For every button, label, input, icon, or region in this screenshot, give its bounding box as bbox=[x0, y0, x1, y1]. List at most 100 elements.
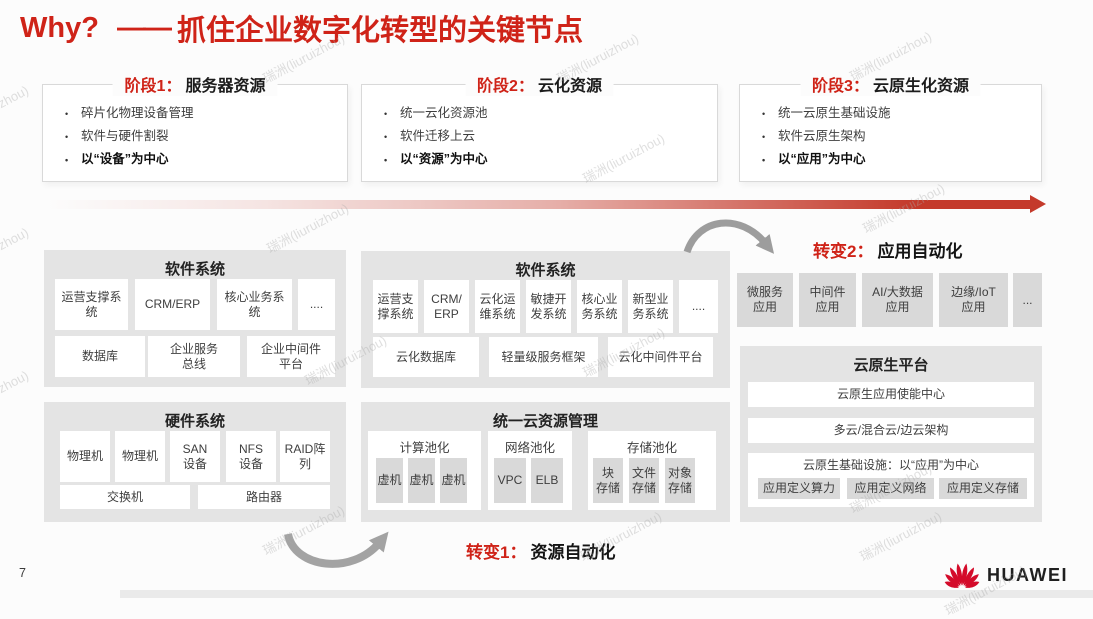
timeline-arrowhead-icon bbox=[1030, 195, 1046, 213]
stage-3-bullets: 统一云原生基础设施 软件云原生架构 以“应用”为中心 bbox=[740, 85, 1041, 172]
left-hardware-item: 物理机 bbox=[115, 431, 165, 482]
stage-2-label: 阶段2：云化资源 bbox=[465, 72, 614, 96]
block-storage-box: 块 存储 bbox=[593, 458, 623, 503]
curve-arrow-to-apps-icon bbox=[683, 219, 775, 254]
network-pool-title: 网络池化 bbox=[504, 441, 555, 455]
bullet: 软件与硬件割裂 bbox=[65, 125, 347, 149]
title-text: 抓住企业数字化转型的关键节点 bbox=[176, 15, 583, 47]
stage-3-box: 阶段3：云原生化资源 统一云原生基础设施 软件云原生架构 以“应用”为中心 bbox=[739, 72, 1042, 182]
left-software-title: 软件系统 bbox=[164, 261, 225, 278]
left-hardware-item: 物理机 bbox=[60, 431, 110, 482]
stage-2-box: 阶段2：云化资源 统一云化资源池 软件迁移上云 以“资源”为中心 bbox=[361, 72, 718, 182]
bullet: 统一云化资源池 bbox=[384, 102, 717, 126]
transform-2-label: 转变2：应用自动化 bbox=[813, 237, 962, 262]
app-box-edge-iot: 边缘/IoT 应用 bbox=[939, 273, 1008, 327]
storage-pool-group: 存储池化 块 存储 文件 存储 对象 存储 bbox=[588, 431, 716, 510]
middle-software-title: 软件系统 bbox=[515, 262, 576, 279]
middle-software-item: 运营支 撑系统 bbox=[373, 280, 418, 333]
stage-1-label-text: 服务器资源 bbox=[185, 78, 266, 95]
transform-1-text: 资源自动化 bbox=[530, 543, 616, 562]
middle-software-item: 云化数据库 bbox=[373, 337, 479, 377]
watermark: 瑞洲(liuruizhou) bbox=[0, 224, 32, 281]
left-software-item: 数据库 bbox=[55, 336, 145, 377]
stage-3-label-prefix: 阶段3： bbox=[812, 78, 869, 95]
stage-3-label-text: 云原生化资源 bbox=[872, 78, 969, 95]
watermark: 瑞洲(liuruizhou) bbox=[0, 82, 32, 139]
title-why: Why? bbox=[20, 11, 99, 44]
network-pool-group: 网络池化 VPC ELB bbox=[488, 431, 572, 510]
stage-3-label: 阶段3：云原生化资源 bbox=[800, 72, 981, 96]
stage-2-label-prefix: 阶段2： bbox=[477, 78, 534, 95]
cloud-native-platform-panel: 云原生平台 云原生应用使能中心 多云/混合云/边云架构 云原生基础设施：以“应用… bbox=[740, 346, 1042, 522]
left-software-item: 核心业务系 统 bbox=[217, 279, 292, 330]
middle-software-item: CRM/ ERP bbox=[424, 280, 469, 333]
compute-pool-title: 计算池化 bbox=[399, 441, 450, 455]
stage-2-label-text: 云化资源 bbox=[537, 78, 602, 95]
middle-software-item: 云化运 维系统 bbox=[475, 280, 520, 333]
stage-1-bullets: 碎片化物理设备管理 软件与硬件割裂 以“设备”为中心 bbox=[43, 85, 347, 172]
stage-1-box: 阶段1：服务器资源 碎片化物理设备管理 软件与硬件割裂 以“设备”为中心 bbox=[42, 72, 348, 182]
transform-2-prefix: 转变2： bbox=[813, 242, 874, 261]
left-software-item: 企业中间件 平台 bbox=[247, 336, 335, 377]
bullet: 软件云原生架构 bbox=[762, 125, 1041, 149]
middle-software-item: 核心业 务系统 bbox=[577, 280, 622, 333]
object-storage-box: 对象 存储 bbox=[665, 458, 695, 503]
curve-arrow-to-cloud-icon bbox=[284, 531, 389, 568]
compute-pool-group: 计算池化 虚机 虚机 虚机 bbox=[368, 431, 481, 510]
middle-software-panel: 软件系统 运营支 撑系统 CRM/ ERP 云化运 维系统 敏捷开 发系统 核心… bbox=[361, 251, 730, 388]
huawei-logo-icon bbox=[944, 563, 980, 588]
app-define-storage-box: 应用定义存储 bbox=[939, 478, 1027, 499]
app-define-network-box: 应用定义网络 bbox=[847, 478, 934, 499]
cloud-resource-panel: 统一云资源管理 计算池化 虚机 虚机 虚机 网络池化 VPC ELB 存储池化 … bbox=[361, 402, 730, 522]
app-box-more: ... bbox=[1013, 273, 1042, 327]
vm-box: 虚机 bbox=[376, 458, 403, 503]
middle-software-item: 云化中间件平台 bbox=[608, 337, 713, 377]
file-storage-box: 文件 存储 bbox=[629, 458, 659, 503]
elb-box: ELB bbox=[531, 458, 563, 503]
app-box-middleware: 中间件 应用 bbox=[799, 273, 856, 327]
left-software-item-more: .... bbox=[298, 279, 335, 330]
bullet: 以“应用”为中心 bbox=[762, 148, 1041, 172]
vm-box: 虚机 bbox=[440, 458, 467, 503]
middle-software-item: 轻量级服务框架 bbox=[489, 337, 598, 377]
watermark: 瑞洲(liuruizhou) bbox=[0, 367, 32, 424]
left-software-item: 企业服务 总线 bbox=[148, 336, 240, 377]
middle-software-item: 敏捷开 发系统 bbox=[526, 280, 571, 333]
transform-1-prefix: 转变1： bbox=[466, 543, 527, 562]
left-hardware-item: SAN 设备 bbox=[170, 431, 220, 482]
bullet: 软件迁移上云 bbox=[384, 125, 717, 149]
app-box-ai-bigdata: AI/大数据 应用 bbox=[862, 273, 933, 327]
app-define-compute-box: 应用定义算力 bbox=[758, 478, 840, 499]
middle-software-item-more: .... bbox=[679, 280, 718, 333]
storage-pool-title: 存储池化 bbox=[626, 441, 677, 455]
left-hardware-item: 交换机 bbox=[60, 485, 190, 509]
bottom-strip bbox=[120, 590, 1093, 598]
left-hardware-item: 路由器 bbox=[198, 485, 330, 509]
vpc-box: VPC bbox=[494, 458, 526, 503]
app-box-microservice: 微服务 应用 bbox=[737, 273, 793, 327]
transform-2-text: 应用自动化 bbox=[877, 242, 963, 261]
stage-1-label: 阶段1：服务器资源 bbox=[112, 72, 278, 96]
left-hardware-item: RAID阵 列 bbox=[280, 431, 330, 482]
stage-1-label-prefix: 阶段1： bbox=[124, 78, 182, 95]
platform-row: 云原生应用使能中心 bbox=[748, 382, 1034, 407]
stage-2-bullets: 统一云化资源池 软件迁移上云 以“资源”为中心 bbox=[362, 85, 717, 172]
left-hardware-item: NFS 设备 bbox=[226, 431, 276, 482]
left-software-panel: 软件系统 运营支撑系 统 CRM/ERP 核心业务系 统 .... 数据库 企业… bbox=[44, 250, 346, 387]
left-software-item: CRM/ERP bbox=[135, 279, 210, 330]
bullet: 统一云原生基础设施 bbox=[762, 102, 1041, 126]
left-hardware-panel: 硬件系统 物理机 物理机 SAN 设备 NFS 设备 RAID阵 列 交换机 路… bbox=[44, 402, 346, 522]
platform-row: 多云/混合云/边云架构 bbox=[748, 418, 1034, 443]
timeline-arrow bbox=[45, 200, 1031, 209]
transform-1-label: 转变1：资源自动化 bbox=[466, 538, 615, 563]
page-number: 7 bbox=[19, 566, 26, 580]
bullet: 以“设备”为中心 bbox=[65, 148, 347, 172]
huawei-logo-text: HUAWEI bbox=[987, 565, 1068, 585]
title-dash: —— bbox=[116, 11, 172, 44]
page-title: Why? —— 抓住企业数字化转型的关键节点 bbox=[20, 7, 583, 49]
left-hardware-title: 硬件系统 bbox=[164, 413, 225, 430]
cloud-resource-title: 统一云资源管理 bbox=[492, 413, 598, 430]
left-software-item: 运营支撑系 统 bbox=[55, 279, 128, 330]
cloud-native-platform-title: 云原生平台 bbox=[853, 357, 929, 374]
bullet: 碎片化物理设备管理 bbox=[65, 102, 347, 126]
